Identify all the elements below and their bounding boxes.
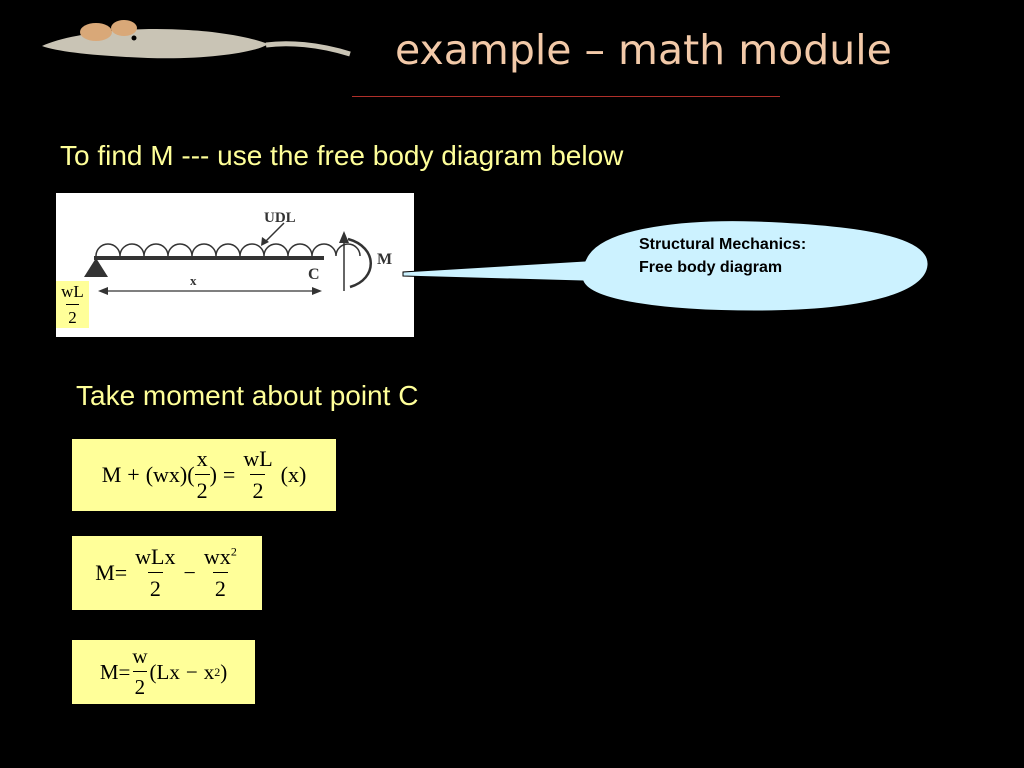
eq3-fraction: w 2: [130, 644, 149, 700]
slide-title: example – math module: [395, 26, 892, 74]
eq2-minus: −: [183, 560, 196, 585]
eq2-frac2-base: wx: [203, 544, 231, 569]
beam: [94, 256, 324, 260]
callout-text: Structural Mechanics: Free body diagram: [639, 233, 806, 279]
eq1-frac2-denominator: 2: [250, 474, 266, 504]
eq2-frac1-numerator: wLx: [135, 544, 176, 569]
eq3-equals: =: [118, 659, 131, 684]
eq1-close-paren: ): [209, 462, 217, 487]
eq1-equals: =: [222, 462, 236, 487]
slide-subtitle: To find M --- use the free body diagram …: [60, 140, 624, 171]
equation-2: M = wLx 2 − wx2 2: [72, 536, 262, 610]
reaction-denominator: 2: [66, 303, 79, 328]
point-c-label: C: [308, 266, 320, 283]
dimension-arrow-left-icon: [98, 287, 108, 295]
mouse-logo-icon: [42, 20, 351, 59]
eq2-fraction-2: wx2 2: [202, 544, 239, 602]
eq2-frac1-denominator: 2: [147, 572, 163, 602]
udl-arrow-icon: [261, 237, 269, 246]
eq1-frac2-numerator: wL: [243, 446, 273, 471]
moment-label: M: [377, 251, 392, 268]
step-heading: Take moment about point C: [76, 380, 419, 411]
eq3-frac-denominator: 2: [132, 671, 148, 700]
eq3-frac-numerator: w: [132, 644, 148, 668]
eq2-fraction-1: wLx 2: [133, 544, 177, 602]
eq1-fraction-1: x 2: [194, 446, 210, 504]
eq2-frac2-exponent: 2: [230, 544, 237, 559]
eq2-lhs: M: [95, 560, 115, 585]
callout-line-1: Structural Mechanics:: [639, 236, 807, 253]
length-label: x: [190, 273, 197, 288]
reaction-numerator: wL: [61, 281, 84, 301]
eq3-var: x: [203, 659, 215, 684]
eq1-fraction-2: wL 2: [241, 446, 274, 504]
eq3-minus: −: [185, 659, 198, 684]
callout-line-2: Free body diagram: [639, 259, 783, 276]
reaction-label: wL 2: [56, 281, 89, 328]
reaction-fraction: wL 2: [59, 282, 86, 328]
udl-label: UDL: [264, 210, 296, 226]
eq1-term1: (wx)(: [145, 462, 195, 487]
eq1-frac1-denominator: 2: [194, 474, 210, 504]
eq1-plus: +: [127, 462, 140, 487]
callout-bubble: [402, 220, 929, 312]
eq1-frac1-numerator: x: [196, 446, 208, 471]
equation-1: M + (wx)( x 2 ) = wL 2 (x): [72, 439, 336, 511]
title-divider: [352, 96, 780, 97]
moment-arrow-icon: [347, 237, 372, 289]
dimension-arrow-right-icon: [312, 287, 322, 295]
pin-support-icon: [84, 258, 108, 277]
eq3-paren-open: (Lx: [149, 659, 180, 684]
eq3-lhs: M: [99, 659, 119, 684]
udl-arcs: [95, 243, 361, 257]
free-body-diagram: UDL M C x: [56, 193, 414, 337]
eq1-term2: (x): [280, 462, 307, 487]
eq3-paren-close: ): [220, 659, 228, 684]
mouse-ear-icon: [80, 23, 112, 41]
eq2-frac2-denominator: 2: [212, 572, 228, 602]
eq2-equals: =: [114, 560, 128, 585]
eq1-lhs: M: [101, 462, 122, 487]
equation-3: M = w 2 (Lx − x 2 ): [72, 640, 255, 704]
eq2-frac2-numerator: wx2: [202, 544, 239, 572]
